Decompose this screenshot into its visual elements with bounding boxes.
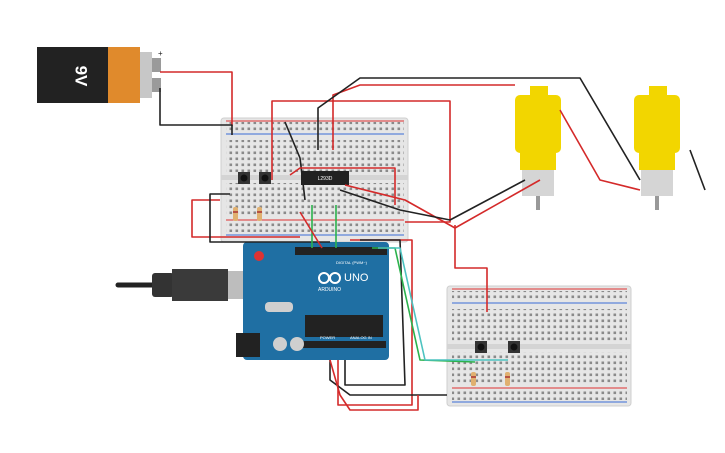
arduino-uno[interactable]: UNO ARDUINO DIGITAL (PWM~) POWER ANALOG … <box>236 242 389 360</box>
wire-black[interactable] <box>317 77 641 181</box>
breadboard-top[interactable] <box>220 117 409 243</box>
arduino-power-label: POWER <box>320 335 335 340</box>
arduino-brand-label: UNO <box>344 272 369 284</box>
resistor[interactable] <box>471 372 476 386</box>
usb-cable[interactable] <box>115 269 254 301</box>
wire-red[interactable] <box>332 84 515 150</box>
wire-black[interactable] <box>689 149 706 191</box>
wire-red[interactable] <box>271 100 451 223</box>
wire-black[interactable] <box>339 179 526 221</box>
battery-9v[interactable]: 9V + <box>37 47 163 103</box>
wire-black[interactable] <box>159 88 233 135</box>
push-button[interactable] <box>475 341 487 353</box>
battery-label: 9V <box>72 66 91 87</box>
wire-black[interactable] <box>284 121 306 201</box>
resistor[interactable] <box>257 207 262 221</box>
wire-black[interactable] <box>344 239 406 386</box>
wire-black[interactable] <box>209 193 330 243</box>
motor-left[interactable] <box>515 86 561 210</box>
driver-chip-label: L293D <box>318 176 333 182</box>
wire-red[interactable] <box>289 167 396 205</box>
battery-plus-mark: + <box>158 49 163 58</box>
wire-red[interactable] <box>559 109 641 191</box>
wire-teal[interactable] <box>378 247 508 361</box>
wire-red[interactable] <box>160 71 233 126</box>
wire-red[interactable] <box>191 199 300 238</box>
arduino-digital-label: DIGITAL (PWM~) <box>336 260 368 265</box>
wire-red[interactable] <box>299 211 323 249</box>
wire-red[interactable] <box>329 359 419 411</box>
push-button[interactable] <box>508 341 520 353</box>
resistor[interactable] <box>505 372 510 386</box>
push-button[interactable] <box>238 172 250 184</box>
wires <box>159 71 706 411</box>
wire-black[interactable] <box>329 360 447 396</box>
arduino-analog-label: ANALOG IN <box>350 335 372 340</box>
arduino-logo-icon <box>318 272 341 284</box>
breadboard-bottom[interactable] <box>446 285 632 407</box>
resistor[interactable] <box>233 207 238 221</box>
driver-chip[interactable]: L293D <box>301 171 349 185</box>
arduino-sub-brand-label: ARDUINO <box>318 287 341 293</box>
push-button[interactable] <box>259 172 271 184</box>
wire-red[interactable] <box>344 179 541 229</box>
wire-red[interactable] <box>454 225 488 312</box>
motor-right[interactable] <box>634 86 680 210</box>
